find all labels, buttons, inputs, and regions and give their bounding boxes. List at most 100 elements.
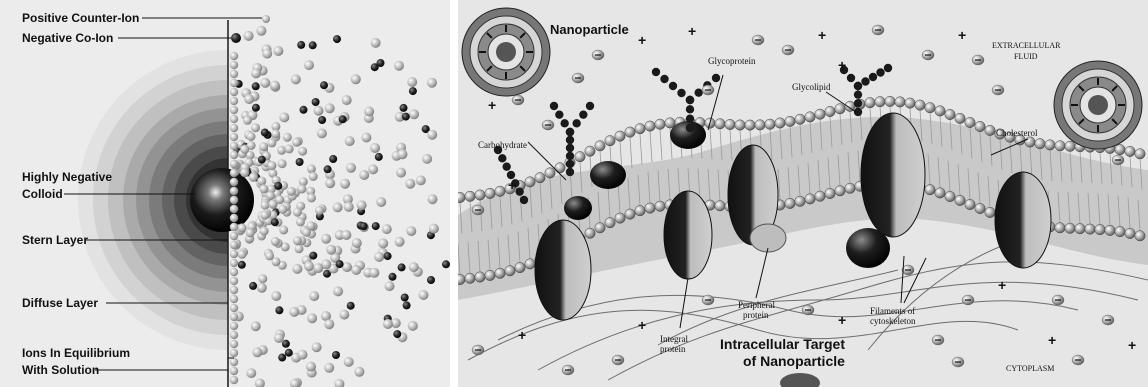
positive-ion — [396, 168, 406, 178]
positive-ion — [344, 357, 354, 367]
positive-ion — [344, 202, 354, 212]
positive-ion — [351, 265, 361, 275]
membrane-svg: ++++++++++++++ Nanoparticle Glycoprotein… — [458, 0, 1148, 387]
label-glycoprotein: Glycoprotein — [708, 56, 756, 66]
negative-ion — [309, 41, 317, 49]
phospholipid-head — [1095, 224, 1105, 234]
positive-ion — [409, 262, 419, 272]
positive-ion — [259, 142, 268, 151]
phospholipid-head — [655, 119, 665, 129]
phospholipid-head — [965, 117, 975, 127]
phospholipid-head — [1135, 149, 1145, 159]
plus-sign: + — [818, 27, 826, 43]
phospholipid-head — [775, 118, 785, 128]
positive-ion — [333, 202, 343, 212]
label-cholesterol: Cholesterol — [996, 128, 1038, 138]
negative-ion — [275, 306, 283, 314]
ion-cloud — [230, 26, 450, 387]
positive-ion — [278, 205, 287, 214]
label-glycolipid: Glycolipid — [792, 82, 831, 92]
phospholipid-head — [835, 104, 845, 114]
plus-sign: + — [488, 97, 496, 113]
label-stern-layer: Stern Layer — [22, 233, 88, 247]
stern-layer-ion — [230, 250, 238, 258]
positive-ion — [261, 211, 270, 220]
positive-ion — [259, 184, 268, 193]
plus-sign: + — [508, 177, 516, 193]
positive-ion — [255, 379, 265, 387]
phospholipid-head — [785, 198, 795, 208]
phospholipid-head — [975, 203, 985, 213]
phospholipid-head — [585, 146, 595, 156]
sugar-bead — [498, 154, 506, 162]
phospholipid-head — [715, 119, 725, 129]
negative-ion — [271, 218, 279, 226]
positive-ion — [409, 109, 419, 119]
phospholipid-head — [1085, 224, 1095, 234]
plus-sign: + — [998, 277, 1006, 293]
stern-layer-ion — [230, 169, 238, 177]
positive-ion — [295, 244, 304, 253]
negative-ion — [402, 113, 410, 121]
phospholipid-head — [645, 203, 655, 213]
double-layer-diagram: Positive Counter-Ion Negative Co-Ion Hig… — [0, 0, 450, 387]
stern-layer-ion — [230, 133, 238, 141]
stern-layer-ion — [230, 232, 238, 240]
positive-ion — [324, 319, 334, 329]
positive-ion — [419, 290, 429, 300]
positive-ion — [385, 281, 395, 291]
phospholipid-head — [495, 186, 505, 196]
positive-ion — [260, 227, 269, 236]
sugar-bead — [579, 110, 587, 118]
phospholipid-head — [625, 127, 635, 137]
sugar-bead — [847, 74, 855, 82]
stern-layer-ion — [230, 151, 238, 159]
plus-sign: + — [518, 327, 526, 343]
negative-ion — [274, 182, 282, 190]
label-integral-1: Integral — [660, 334, 688, 344]
stern-layer-ion — [230, 124, 238, 132]
phospholipid-head — [825, 188, 835, 198]
stern-layer-ion — [230, 340, 238, 348]
plus-sign: + — [638, 317, 646, 333]
phospholipid-head — [555, 163, 565, 173]
phospholipid-head — [805, 194, 815, 204]
plus-sign: + — [838, 57, 846, 73]
sugar-bead — [550, 102, 558, 110]
positive-ion — [240, 145, 249, 154]
positive-ion — [351, 74, 361, 84]
sugar-bead — [854, 90, 862, 98]
positive-ion — [339, 310, 349, 320]
stern-layer-ion — [230, 196, 238, 204]
positive-ion — [238, 250, 247, 259]
positive-ion — [341, 230, 351, 240]
sugar-bead — [566, 160, 574, 168]
phospholipid-head — [585, 228, 595, 238]
positive-ion — [378, 238, 388, 248]
label-extracellular-2: FLUID — [1014, 52, 1038, 61]
phospholipid-head — [605, 136, 615, 146]
stern-layer-ion — [230, 97, 238, 105]
negative-ion — [384, 252, 392, 260]
phospholipid-head — [1055, 223, 1065, 233]
negative-ion — [238, 261, 246, 269]
positive-ion — [289, 307, 299, 317]
sugar-bead — [686, 96, 694, 104]
stern-layer-ion — [230, 223, 238, 231]
colloid-sphere — [190, 168, 254, 232]
phospholipid-head — [875, 97, 885, 107]
phospholipid-head — [1065, 223, 1075, 233]
positive-ion — [395, 237, 405, 247]
phospholipid-head — [895, 97, 905, 107]
negative-ion — [389, 273, 397, 281]
positive-ion — [357, 200, 367, 210]
positive-ion — [292, 138, 301, 147]
positive-ion — [408, 321, 418, 331]
phospholipid-head — [485, 270, 495, 280]
positive-ion — [291, 74, 301, 84]
sugar-bead — [566, 128, 574, 136]
positive-ion — [307, 193, 316, 202]
positive-ion — [244, 94, 254, 104]
phospholipid-head — [605, 218, 615, 228]
positive-ion — [251, 123, 260, 132]
